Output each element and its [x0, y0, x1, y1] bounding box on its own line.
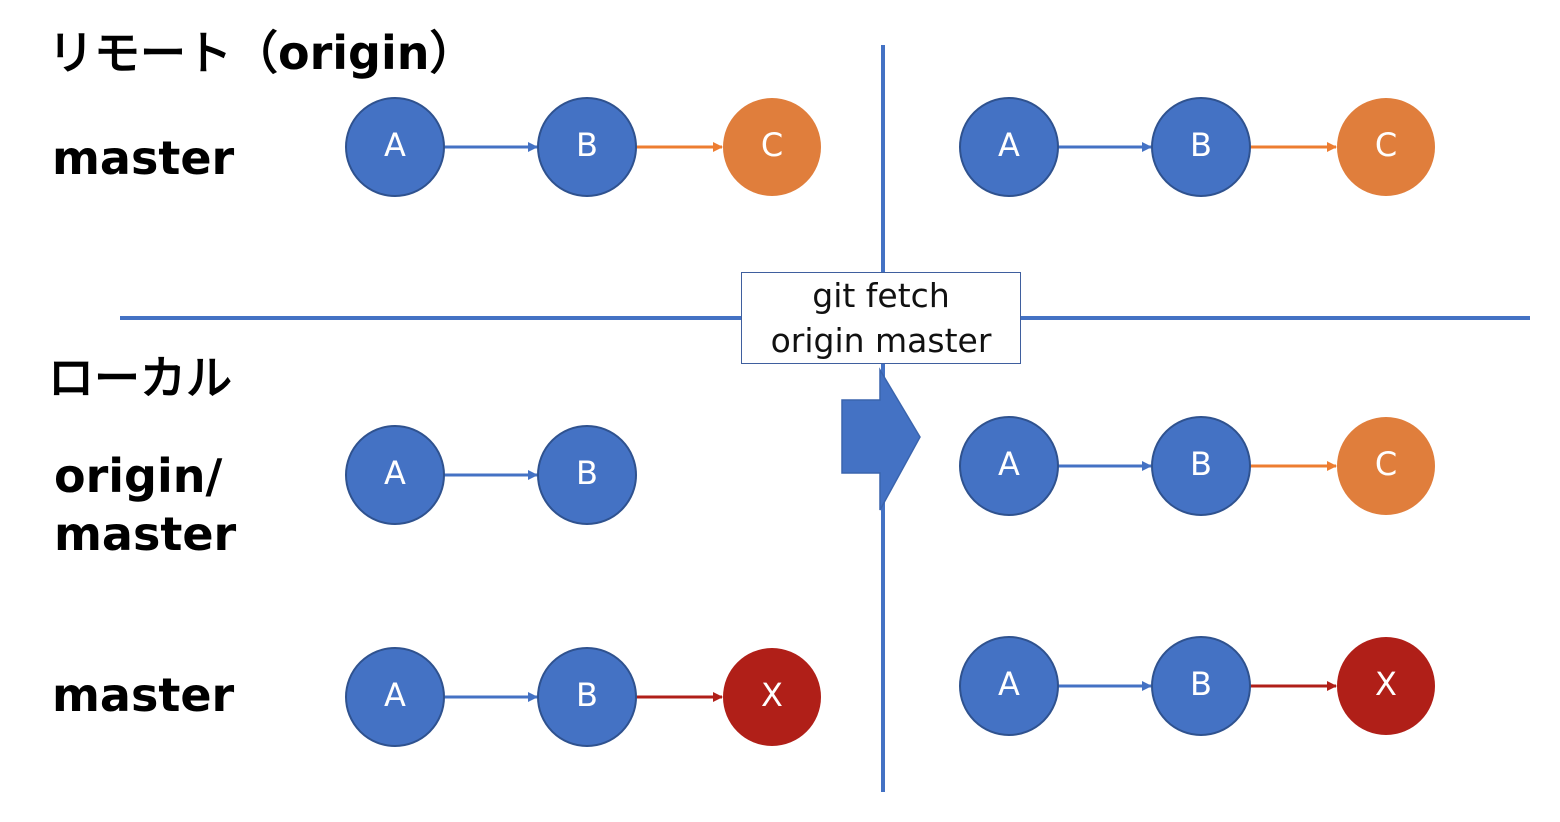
after-remote-master-commit-label-B: B — [1190, 126, 1212, 164]
fetch-direction-arrow — [841, 367, 921, 511]
remote-master-label: master — [52, 131, 235, 185]
git-fetch-command-box: git fetch origin master — [741, 272, 1021, 364]
after-local-master-commit-label-X: X — [1375, 665, 1397, 703]
before-remote-master-commit-A — [345, 97, 445, 197]
before-remote-master-commit-label-C: C — [761, 126, 783, 164]
after-local-master-commit-X — [1337, 637, 1435, 735]
before-local-master-commit-label-B: B — [576, 676, 598, 714]
before-remote-master-commit-label-B: B — [576, 126, 598, 164]
before-local-master-commit-X — [723, 648, 821, 746]
before-remote-master-commit-label-A: A — [384, 126, 406, 164]
after-origin-master-commit-C — [1337, 417, 1435, 515]
after-local-master-commit-A — [959, 636, 1059, 736]
before-local-master-commit-B — [537, 647, 637, 747]
before-origin-master-commit-label-A: A — [384, 454, 406, 492]
before-remote-master-commit-B — [537, 97, 637, 197]
after-remote-master-commit-C — [1337, 98, 1435, 196]
origin-master-label: origin/ master — [54, 448, 236, 563]
after-origin-master-commit-label-B: B — [1190, 445, 1212, 483]
remote-origin-title: リモート（origin） — [48, 26, 476, 80]
after-remote-master-commit-label-C: C — [1375, 126, 1397, 164]
after-local-master-commit-B — [1151, 636, 1251, 736]
after-origin-master-commit-label-A: A — [998, 445, 1020, 483]
after-local-master-commit-label-B: B — [1190, 665, 1212, 703]
after-remote-master-commit-B — [1151, 97, 1251, 197]
origin-master-label-line1: origin/ — [54, 449, 223, 503]
after-local-master-commit-label-A: A — [998, 665, 1020, 703]
before-local-master-commit-label-A: A — [384, 676, 406, 714]
before-origin-master-commit-B — [537, 425, 637, 525]
command-line-2: origin master — [770, 321, 992, 360]
before-remote-master-commit-C — [723, 98, 821, 196]
after-remote-master-commit-A — [959, 97, 1059, 197]
after-origin-master-commit-B — [1151, 416, 1251, 516]
local-title: ローカル — [48, 351, 232, 405]
origin-master-label-line2: master — [54, 506, 237, 561]
local-master-label: master — [52, 668, 235, 722]
before-origin-master-commit-label-B: B — [576, 454, 598, 492]
command-line-1: git fetch — [812, 276, 950, 315]
before-local-master-commit-A — [345, 647, 445, 747]
after-origin-master-commit-label-C: C — [1375, 445, 1397, 483]
after-remote-master-commit-label-A: A — [998, 126, 1020, 164]
before-origin-master-commit-A — [345, 425, 445, 525]
before-local-master-commit-label-X: X — [761, 676, 783, 714]
after-origin-master-commit-A — [959, 416, 1059, 516]
